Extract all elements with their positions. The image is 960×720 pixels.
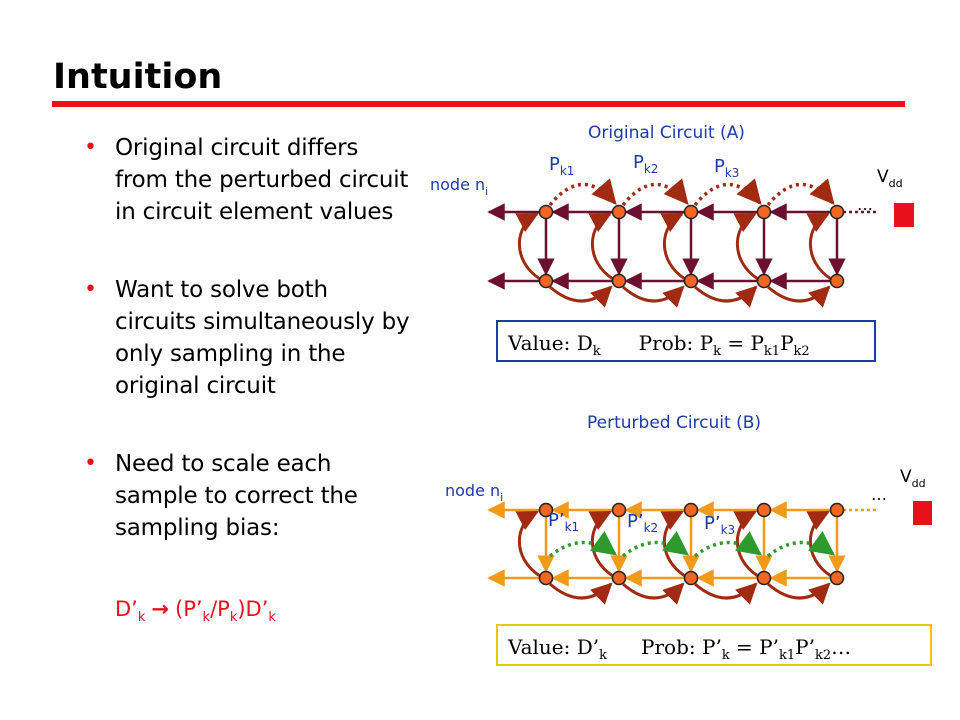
circuit-b-prob-label: P’k1 xyxy=(548,510,579,534)
circuit-b-node xyxy=(756,570,772,586)
circuit-b-vdd-source-icon xyxy=(913,501,932,525)
formula-lhs-sub: k xyxy=(137,610,146,626)
circuit-a-return-arrow xyxy=(515,212,541,281)
circuit-b-node xyxy=(538,502,554,518)
circuit-b-return-arrow xyxy=(515,510,541,578)
circuit-a-return-arrow xyxy=(588,212,614,281)
circuit-a-node-label: node ni xyxy=(430,175,488,198)
circuit-b-sampling-path xyxy=(548,531,617,558)
circuit-a-return-arrow xyxy=(806,212,832,281)
circuit-a-walk-arrow xyxy=(622,285,685,308)
title-underline xyxy=(52,101,905,107)
circuit-b-return-arrow xyxy=(660,510,686,578)
circuit-a-title: Original Circuit (A) xyxy=(588,123,745,143)
bullet-list: • Original circuit differs from the pert… xyxy=(84,132,414,544)
circuit-a-prob-label: Pk1 xyxy=(549,154,574,178)
slide-title: Intuition xyxy=(53,57,223,97)
circuit-b-vdd-label: Vdd xyxy=(900,467,926,490)
circuit-a-sampling-path xyxy=(766,178,835,207)
formula-lhs: D’ xyxy=(115,597,138,621)
circuit-b-node-label: node ni xyxy=(445,481,503,504)
circuit-b-title: Perturbed Circuit (B) xyxy=(587,413,761,433)
circuit-b-node xyxy=(683,570,699,586)
circuit-a-sampling-path xyxy=(621,178,689,207)
circuit-a-walk-arrow xyxy=(694,285,758,308)
formula-open: (P’ xyxy=(175,597,203,621)
bullet-item: • Need to scale each sample to correct t… xyxy=(84,448,414,544)
circuit-a-return-arrow xyxy=(660,212,686,281)
formula-arrow: → xyxy=(151,597,169,621)
circuit-b-node xyxy=(611,502,627,518)
bullet-item: • Original circuit differs from the pert… xyxy=(84,132,414,228)
bullet-text: Need to scale each sample to correct the… xyxy=(115,451,358,541)
circuit-b-sampling-path xyxy=(693,531,762,558)
circuit-b-prob-label: P’k2 xyxy=(627,511,658,535)
circuit-b-return-arrow xyxy=(733,510,759,578)
circuit-a-walk-arrow xyxy=(549,285,613,308)
bullet-item: • Want to solve both circuits simultaneo… xyxy=(84,274,414,402)
circuit-a-sampling-path xyxy=(693,178,762,207)
circuit-a-node xyxy=(829,204,845,220)
circuit-a-prob-label: Pk3 xyxy=(714,156,739,180)
circuit-b-node xyxy=(829,502,845,518)
circuit-b-walk-arrow xyxy=(549,582,613,605)
circuit-a-node xyxy=(829,273,845,289)
bullet-dot-icon: • xyxy=(84,277,97,302)
formula-sub-1: k xyxy=(202,610,211,626)
bullet-dot-icon: • xyxy=(84,135,97,160)
circuit-b-sampling-path xyxy=(766,531,835,558)
circuit-b-walk-arrow xyxy=(767,582,831,605)
circuit-b-node xyxy=(829,570,845,586)
circuit-a-node xyxy=(538,273,554,289)
formula-sub-2: k xyxy=(229,610,238,626)
circuit-a-node xyxy=(611,273,627,289)
formula-sub-3: k xyxy=(268,610,276,626)
circuit-a-node xyxy=(756,273,772,289)
circuit-b-node xyxy=(756,502,772,518)
circuit-b-walk-arrow xyxy=(622,582,685,605)
scaling-formula: D’k→(P’k/Pk)D’k xyxy=(84,594,276,633)
formula-slash: /P xyxy=(210,597,230,621)
circuit-a-return-arrow xyxy=(733,212,759,281)
formula-close: )D’ xyxy=(237,597,269,621)
circuit-b-sampling-path xyxy=(621,530,689,558)
circuit-a-node xyxy=(683,204,699,220)
bullet-dot-icon: • xyxy=(84,451,97,476)
circuit-a-walk-arrow xyxy=(767,285,831,308)
bullet-text: Want to solve both circuits simultaneous… xyxy=(115,277,410,399)
circuit-b-prob-label: P’k3 xyxy=(704,513,735,537)
bullet-text: Original circuit differs from the pertur… xyxy=(115,135,409,225)
circuit-a-vdd-source-icon xyxy=(894,203,914,227)
circuit-b-lattice xyxy=(487,501,878,605)
circuit-a-node xyxy=(683,273,699,289)
circuit-a-sampling-path xyxy=(548,178,617,207)
circuit-a-node xyxy=(611,204,627,220)
circuit-a-node xyxy=(538,204,554,220)
circuit-b-return-arrow xyxy=(806,510,832,578)
circuit-b-node xyxy=(611,570,627,586)
circuit-b-node xyxy=(538,570,554,586)
circuit-a-lattice xyxy=(487,178,878,308)
circuit-b-walk-arrow xyxy=(694,582,758,605)
circuit-b-return-arrow xyxy=(588,510,614,578)
circuit-b-ellipsis: … xyxy=(871,485,887,504)
circuit-a-vdd-label: Vdd xyxy=(877,167,903,190)
circuit-a-node xyxy=(756,204,772,220)
circuit-a-ellipsis: … xyxy=(857,195,873,214)
circuit-a-prob-label: Pk2 xyxy=(633,152,658,176)
circuit-b-node xyxy=(683,502,699,518)
